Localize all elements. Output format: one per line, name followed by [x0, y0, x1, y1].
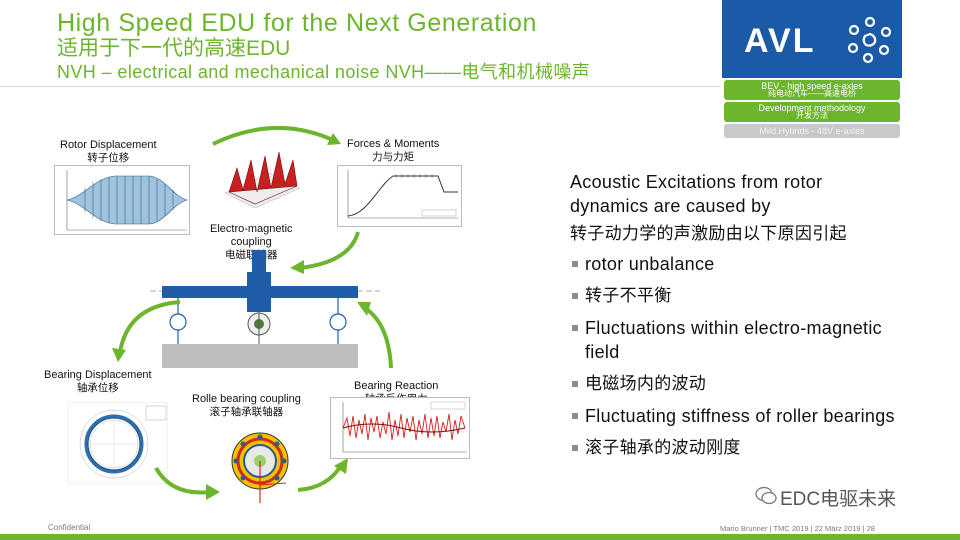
agenda-item-mild-hybrids[interactable]: Mild Hybrids - 48V e-axles: [724, 124, 900, 138]
title-block: High Speed EDU for the Next Generation 适…: [57, 10, 590, 84]
forces-moments-chart: [337, 165, 462, 227]
wechat-icon: [755, 486, 777, 505]
page-subtitle: NVH – electrical and mechanical noise NV…: [57, 62, 591, 82]
arrow-mid-icon: [290, 231, 360, 274]
roller-bearing-image: [231, 432, 289, 503]
page-title-cn: 适用于下一代的高速EDU: [57, 37, 291, 60]
watermark-text: EDC电驱未来: [780, 489, 897, 510]
avl-emblem-icon: [847, 16, 892, 64]
arrow-top-icon: [212, 126, 341, 146]
rotor-displacement-label: Rotor Displacement 转子位移: [60, 139, 157, 164]
content-text: Acoustic Excitations from rotor dynamics…: [570, 170, 900, 468]
rotor-displacement-chart: [54, 165, 190, 235]
arrow-left-icon: [112, 300, 181, 362]
roller-coupling-label: Rolle bearing coupling 滚子轴承联轴器: [192, 393, 301, 418]
bullet-item: 滚子轴承的波动刚度: [570, 436, 900, 460]
forces-moments-label: Forces & Moments 力与力矩: [347, 138, 440, 163]
intro-en: Acoustic Excitations from rotor dynamics…: [570, 172, 823, 216]
footer-confidential: Confidential: [48, 523, 91, 532]
agenda-item-bev[interactable]: BEV - high speed e-axles 纯电动汽车——高速电桥: [724, 80, 900, 100]
logo-text: AVL: [744, 22, 816, 60]
agenda-item-methodology[interactable]: Development methodology 开发方法: [724, 102, 900, 122]
bullet-item: 转子不平衡: [570, 284, 900, 308]
agenda-list: BEV - high speed e-axles 纯电动汽车——高速电桥 Dev…: [724, 80, 900, 140]
bullet-item: Fluctuations within electro-magnetic fie…: [570, 316, 900, 364]
em-surface-plot: [224, 151, 301, 209]
rotor-shaft-assembly: [150, 250, 380, 368]
title-divider: [0, 86, 720, 87]
arrow-bottom-right-icon: [297, 458, 348, 492]
bearing-reaction-chart: [330, 397, 470, 459]
bullet-item: rotor unbalance: [570, 252, 900, 276]
intro-cn: 转子动力学的声激励由以下原因引起: [570, 224, 847, 243]
avl-logo: AVL: [722, 0, 902, 78]
arrow-right-icon: [357, 302, 393, 369]
bearing-polar-chart: [68, 402, 168, 484]
page-title: High Speed EDU for the Next Generation: [57, 9, 537, 37]
bullet-item: 电磁场内的波动: [570, 372, 900, 396]
bearing-displacement-label: Bearing Displacement 轴承位移: [44, 369, 152, 394]
footer-info: Mario Brunner | TMC 2019 | 22 März 2019 …: [720, 524, 875, 533]
bullet-item: Fluctuating stiffness of roller bearings: [570, 404, 900, 428]
arrow-bottom-left-icon: [154, 466, 220, 500]
footer-bar: [0, 534, 960, 540]
